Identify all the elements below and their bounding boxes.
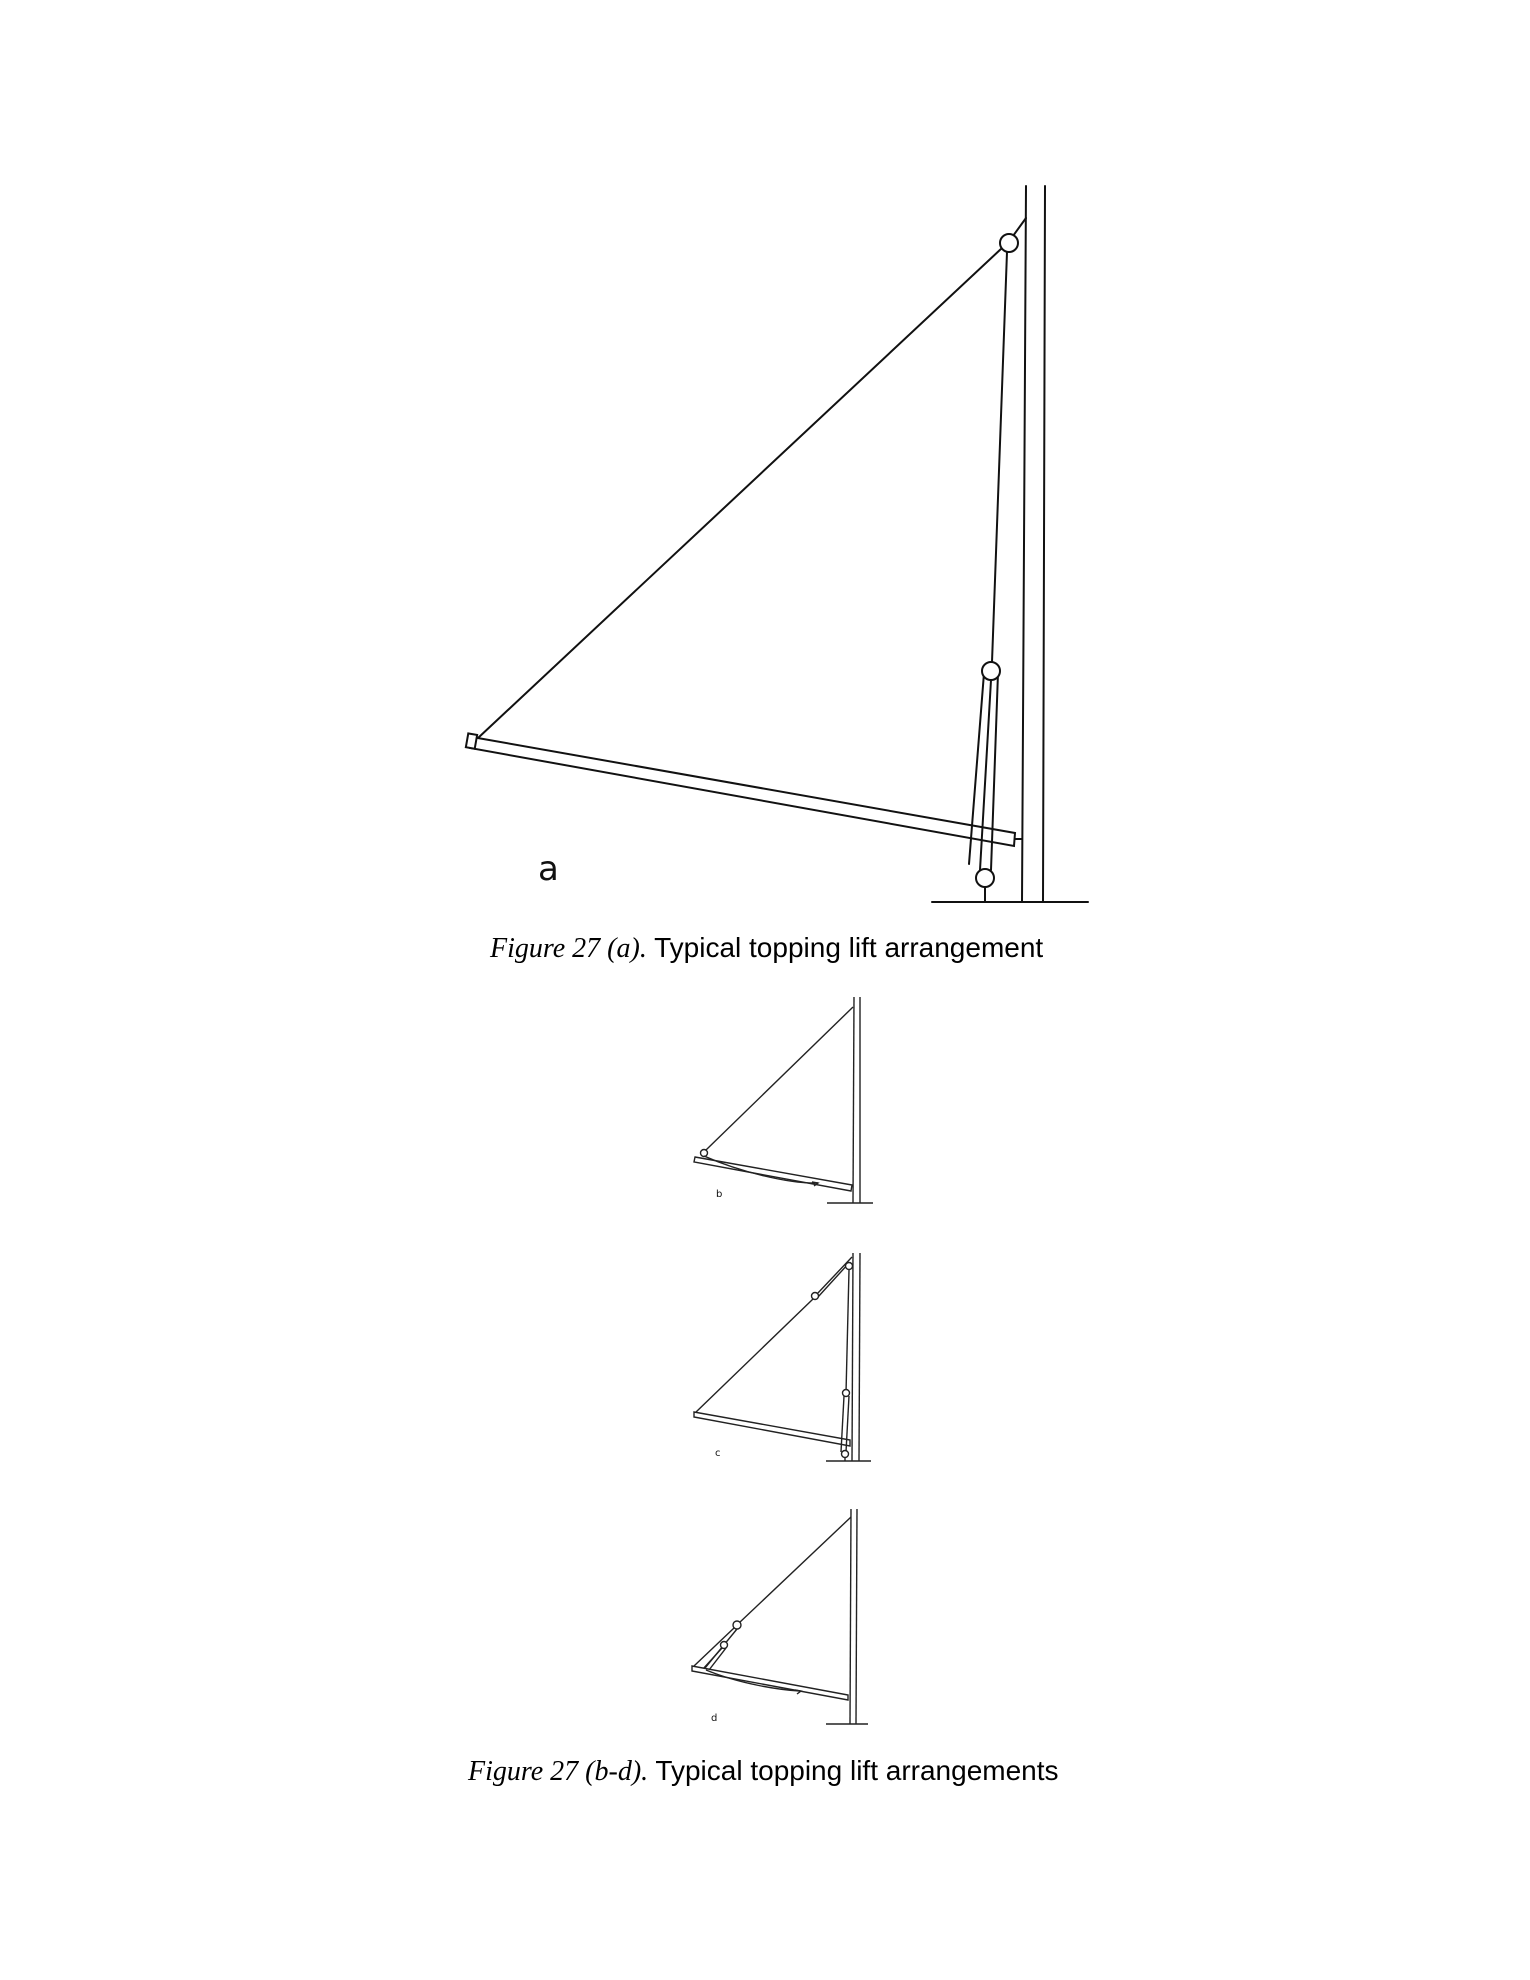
figure-b-drawing: b	[693, 996, 873, 1204]
figure-bd-caption-text: Typical topping lift arrangements	[648, 1755, 1059, 1786]
figure-d-drawing: d	[691, 1508, 868, 1725]
panel-label-c: c	[715, 1448, 721, 1459]
figure-a-caption-text: Typical topping lift arrangement	[646, 932, 1044, 963]
figure-c-drawing: c	[693, 1252, 871, 1462]
figure-a-caption: Figure 27 (a). Typical topping lift arra…	[490, 932, 1043, 965]
figure-a-drawing: a	[464, 185, 1089, 903]
figure-bd-caption: Figure 27 (b-d). Typical topping lift ar…	[468, 1755, 1059, 1788]
panel-label-d: d	[711, 1713, 717, 1724]
panel-label-b: b	[716, 1189, 722, 1200]
panel-label-a: a	[538, 849, 559, 889]
figure-a-caption-prefix: Figure 27 (a).	[490, 933, 647, 964]
figure-bd-caption-prefix: Figure 27 (b-d).	[468, 1756, 649, 1787]
